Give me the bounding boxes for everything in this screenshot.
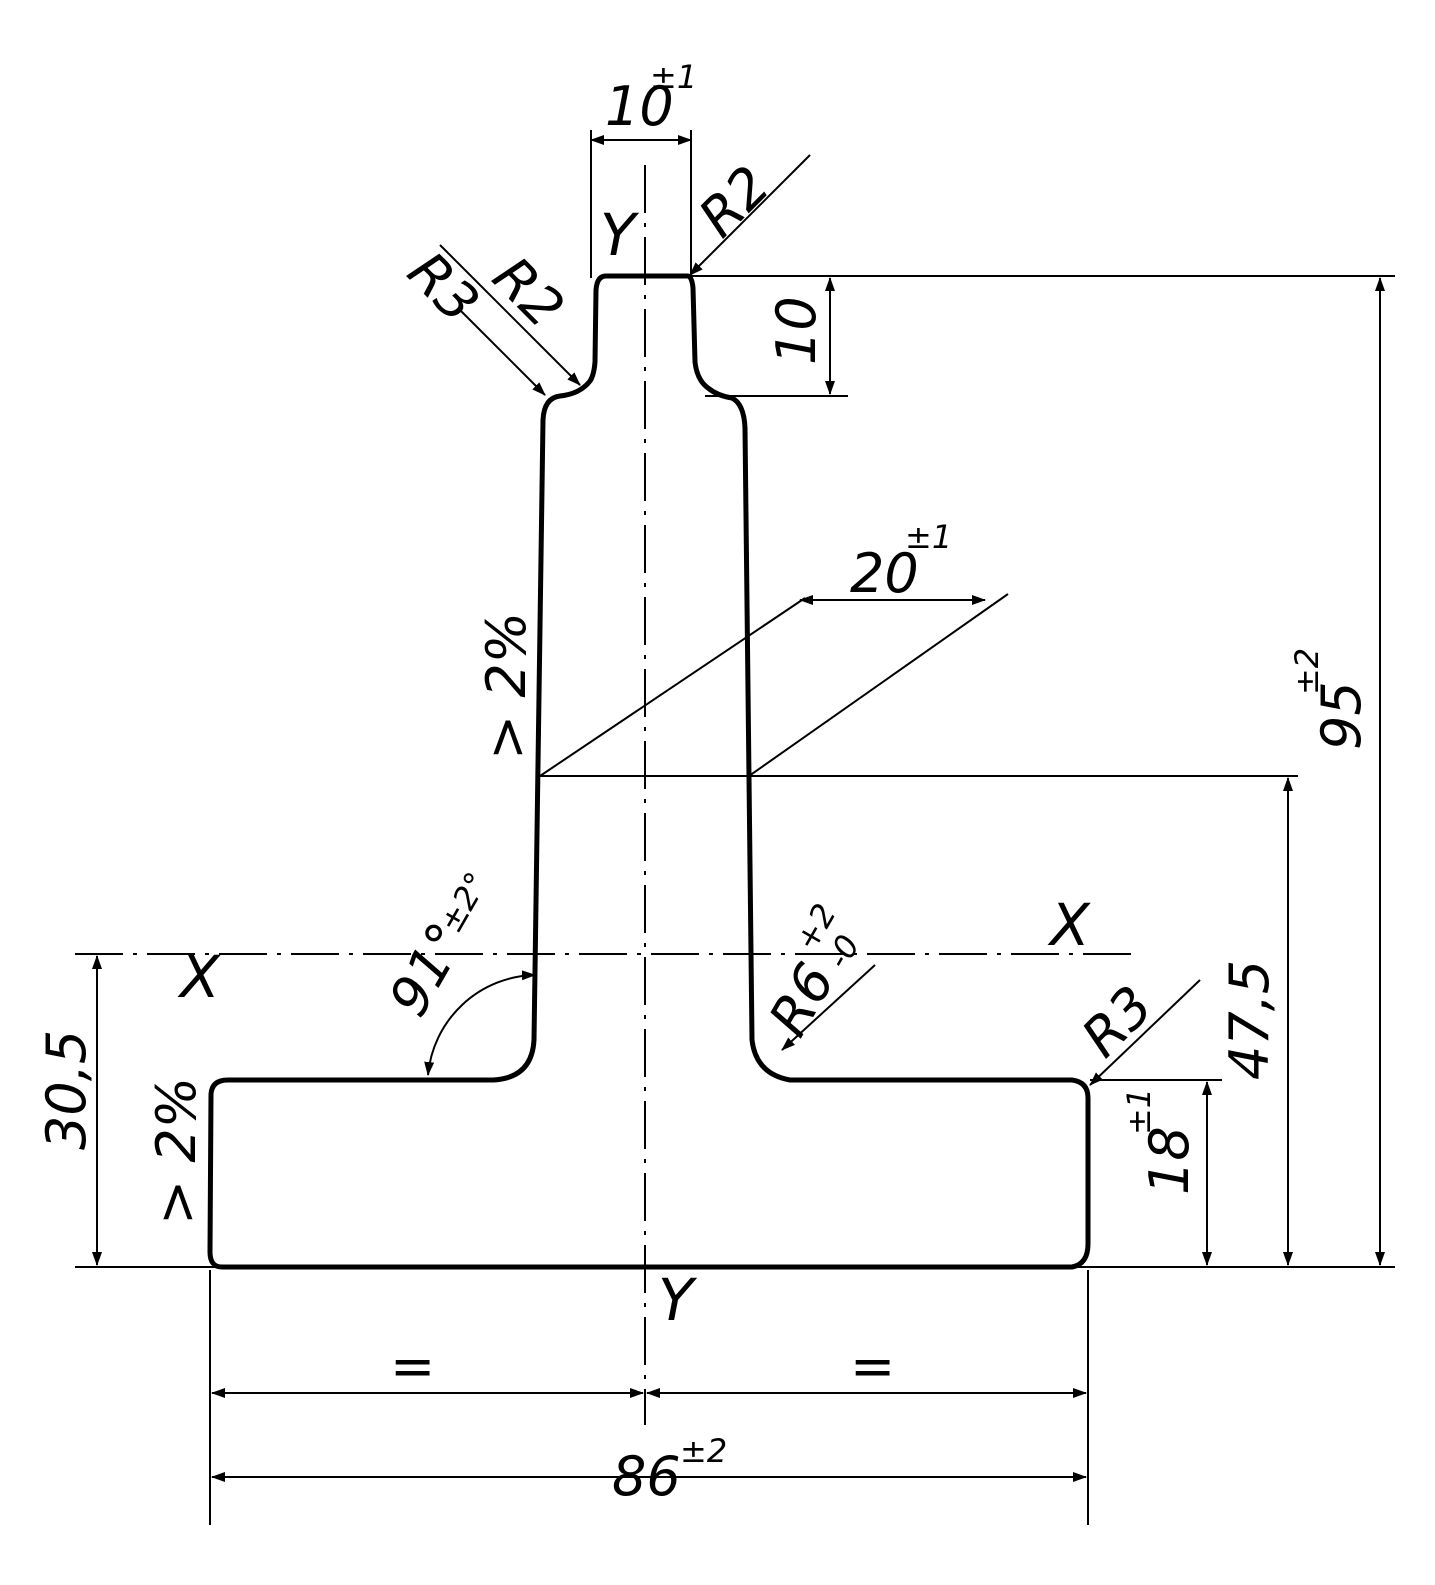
tip-width-label: 10 ±1 xyxy=(605,58,697,138)
flange-taper-label: > 2% xyxy=(145,1077,208,1225)
svg-text:18: 18 xyxy=(1138,1126,1201,1195)
svg-text:86: 86 xyxy=(612,1445,681,1508)
total-width-label: 86 ±2 xyxy=(612,1432,727,1508)
web-width-label: 20 ±1 xyxy=(850,518,952,605)
web-height-label: 47,5 xyxy=(1218,960,1281,1080)
x-axis-height-label: 30,5 xyxy=(35,1030,98,1150)
total-height-label: 95 ±2 xyxy=(1288,648,1373,750)
x-axis-label-left: X xyxy=(177,943,221,1011)
svg-text:10: 10 xyxy=(605,75,674,138)
svg-text:20: 20 xyxy=(850,542,919,605)
svg-text:R6: R6 xyxy=(757,953,848,1047)
web-taper-label: > 2% xyxy=(475,612,538,760)
radius-flange-corner-label: R3 xyxy=(1070,974,1165,1069)
radius-neck-r3-label: R3 xyxy=(396,240,491,335)
angle-arc xyxy=(424,970,536,1076)
profile-outline xyxy=(207,273,1091,1270)
angle-label: 91° ±2° xyxy=(377,866,496,1027)
svg-text:±2: ±2 xyxy=(680,1432,727,1470)
svg-text:±1: ±1 xyxy=(1120,1088,1158,1135)
radius-tip-top-label: R2 xyxy=(687,154,782,249)
half-width-left-label: = xyxy=(390,1335,435,1398)
x-axis-label-right: X xyxy=(1047,891,1091,959)
y-axis-label-top: Y xyxy=(600,201,640,269)
half-width-right-label: = xyxy=(850,1335,895,1398)
tip-height-label: 10 xyxy=(765,296,828,365)
radius-web-flange-label: R6 +2 -0 xyxy=(757,897,868,1047)
svg-text:±1: ±1 xyxy=(650,58,697,96)
flange-height-label: 18 ±1 xyxy=(1120,1088,1201,1195)
svg-text:±1: ±1 xyxy=(905,518,952,556)
y-axis-label-bottom: Y xyxy=(658,1266,698,1334)
svg-text:95: 95 xyxy=(1310,681,1373,750)
radius-neck-r2-label: R2 xyxy=(481,245,576,340)
svg-text:±2: ±2 xyxy=(1288,648,1326,695)
